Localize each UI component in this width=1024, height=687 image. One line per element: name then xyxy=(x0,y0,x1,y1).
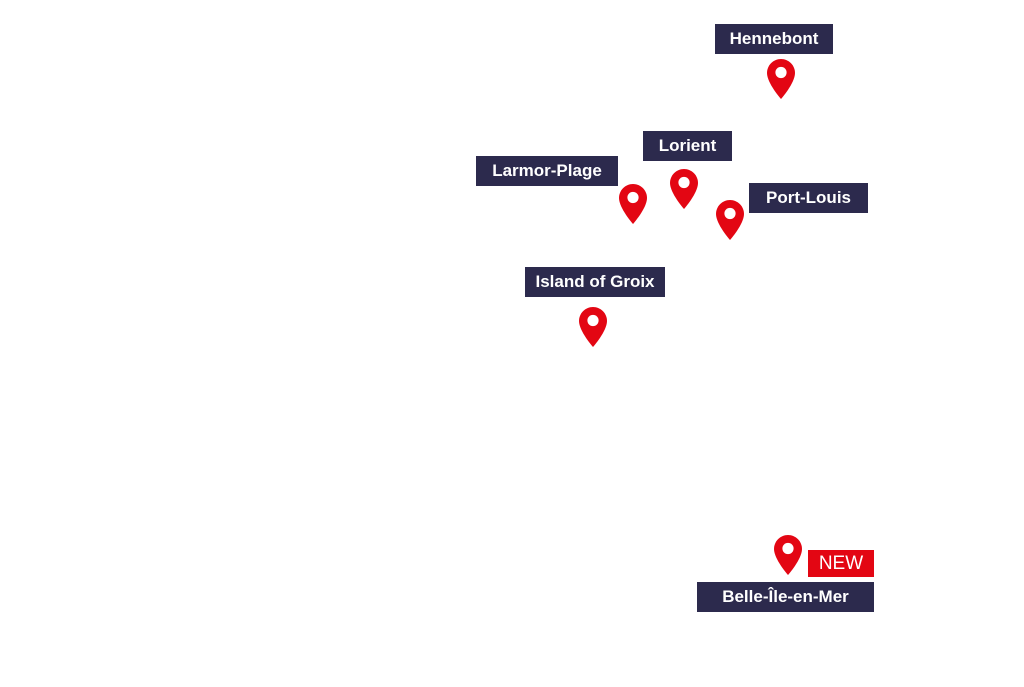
map-pin-icon[interactable] xyxy=(619,184,647,224)
map-pin-icon[interactable] xyxy=(579,307,607,347)
map-pin-icon[interactable] xyxy=(774,535,802,575)
map-pin-icon[interactable] xyxy=(716,200,744,240)
location-label-belle-ile-en-mer[interactable]: Belle-Île-en-Mer xyxy=(697,582,874,612)
map-pin-icon[interactable] xyxy=(767,59,795,99)
location-label-island-of-groix[interactable]: Island of Groix xyxy=(525,267,665,297)
location-label-lorient[interactable]: Lorient xyxy=(643,131,732,161)
new-badge: NEW xyxy=(808,550,874,577)
map-pin-icon[interactable] xyxy=(670,169,698,209)
location-label-larmor-plage[interactable]: Larmor-Plage xyxy=(476,156,618,186)
location-label-port-louis[interactable]: Port-Louis xyxy=(749,183,868,213)
location-label-hennebont[interactable]: Hennebont xyxy=(715,24,833,54)
